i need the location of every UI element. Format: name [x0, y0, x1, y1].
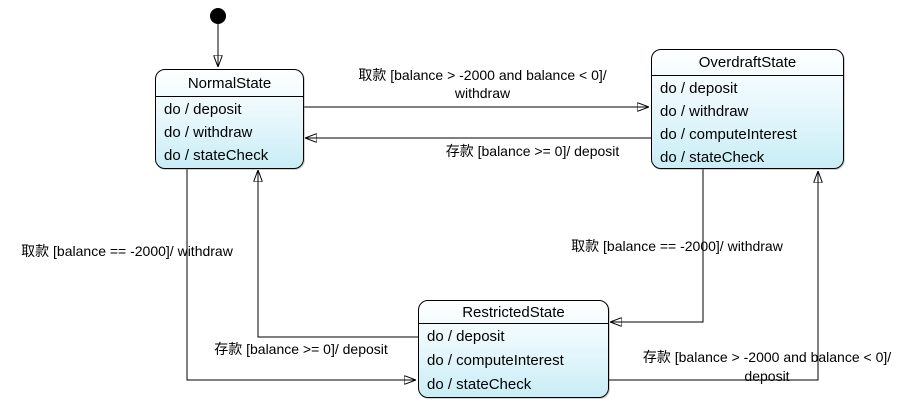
state-action: do / computeInterest	[660, 126, 797, 143]
edge-restricted-to-normal[interactable]	[258, 171, 418, 338]
state-overdraft-actions: do / deposit do / withdraw do / computeI…	[652, 76, 843, 169]
state-restricted[interactable]: RestrictedState do / deposit do / comput…	[418, 300, 609, 398]
state-action: do / deposit	[660, 80, 738, 97]
state-action: do / withdraw	[164, 124, 253, 141]
state-action: do / stateCheck	[427, 376, 532, 393]
state-action: do / deposit	[164, 101, 242, 118]
state-normal-title: NormalState	[156, 70, 303, 97]
state-overdraft[interactable]: OverdraftState do / deposit do / withdra…	[651, 49, 844, 169]
transition-guard: 取款 [balance > -2000 and balance < 0]/	[358, 67, 607, 83]
state-restricted-actions: do / deposit do / computeInterest do / s…	[419, 324, 608, 397]
state-action: do / deposit	[427, 328, 505, 345]
transition-label-restricted-to-normal: 存款 [balance >= 0]/ deposit	[214, 341, 388, 357]
edge-overdraft-to-restricted[interactable]	[611, 169, 704, 322]
state-action: do / stateCheck	[660, 149, 765, 166]
transition-action: deposit	[744, 368, 790, 384]
transition-label-restricted-to-overdraft: 存款 [balance > -2000 and balance < 0]/ de…	[618, 348, 916, 386]
state-restricted-title: RestrictedState	[419, 301, 608, 324]
state-overdraft-title: OverdraftState	[652, 50, 843, 76]
state-action: do / withdraw	[660, 103, 749, 120]
transition-label-normal-to-restricted: 取款 [balance == -2000]/ withdraw	[21, 243, 233, 259]
transition-label-overdraft-to-normal: 存款 [balance >= 0]/ deposit	[445, 143, 620, 159]
state-normal[interactable]: NormalState do / deposit do / withdraw d…	[155, 69, 304, 169]
edge-normal-to-restricted[interactable]	[186, 168, 415, 380]
transition-label-normal-to-overdraft: 取款 [balance > -2000 and balance < 0]/ wi…	[305, 66, 660, 102]
state-action: do / stateCheck	[164, 147, 269, 164]
transition-label-overdraft-to-restricted: 取款 [balance == -2000]/ withdraw	[571, 238, 783, 254]
initial-state-node[interactable]	[210, 8, 226, 24]
transition-guard: 存款 [balance > -2000 and balance < 0]/	[642, 349, 892, 365]
state-action: do / computeInterest	[427, 352, 564, 369]
edge-restricted-to-overdraft[interactable]	[608, 172, 818, 381]
transition-action: withdraw	[454, 85, 511, 101]
state-normal-actions: do / deposit do / withdraw do / stateChe…	[156, 97, 303, 167]
